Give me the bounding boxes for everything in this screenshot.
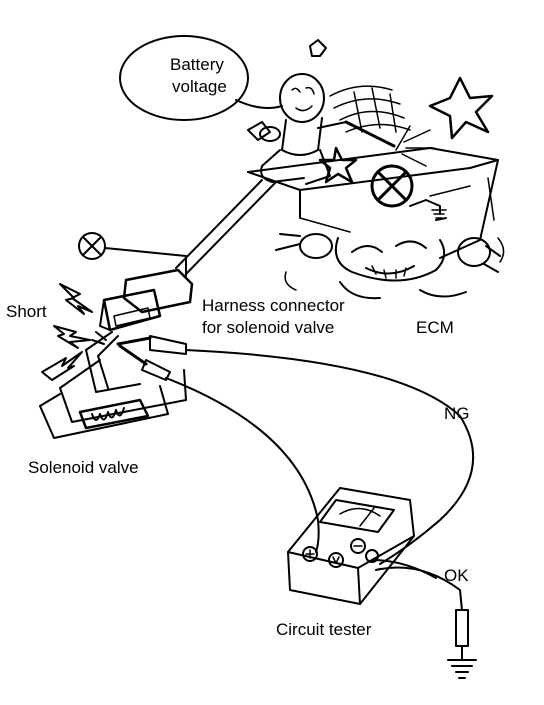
ecm-symbol-icon xyxy=(370,164,447,221)
ecm-ground-icon xyxy=(431,209,447,219)
circuit-tester-label: Circuit tester xyxy=(276,620,372,639)
battery-voltage-label-line2: voltage xyxy=(172,77,227,96)
lightning-spark-icon xyxy=(41,283,107,381)
plus-terminal-icon xyxy=(78,232,187,277)
solenoid-valve-label: Solenoid valve xyxy=(28,458,139,477)
star-spark-icon xyxy=(247,39,494,184)
ok-label: OK xyxy=(444,566,469,585)
ecm-unit xyxy=(247,147,499,259)
solenoid-valve xyxy=(39,331,187,439)
spark-lines xyxy=(329,85,435,167)
ecm-character xyxy=(275,233,505,300)
battery-character xyxy=(259,73,396,185)
ground-symbol-icon xyxy=(447,659,477,679)
harness-cable xyxy=(175,179,277,275)
tester-leads xyxy=(116,335,475,565)
short-label: Short xyxy=(6,302,47,321)
ng-label: NG xyxy=(444,404,470,423)
ohm-meter-icon xyxy=(302,538,379,568)
harness-connector xyxy=(99,268,194,332)
circuit-tester xyxy=(287,487,415,605)
harness-connector-label-line1: Harness connector xyxy=(202,296,345,315)
speech-bubble xyxy=(119,35,283,121)
ecm-label: ECM xyxy=(416,318,454,337)
ok-lead xyxy=(371,559,469,661)
battery-voltage-label-line1: Battery xyxy=(170,55,224,74)
harness-connector-label-line2: for solenoid valve xyxy=(202,318,335,337)
